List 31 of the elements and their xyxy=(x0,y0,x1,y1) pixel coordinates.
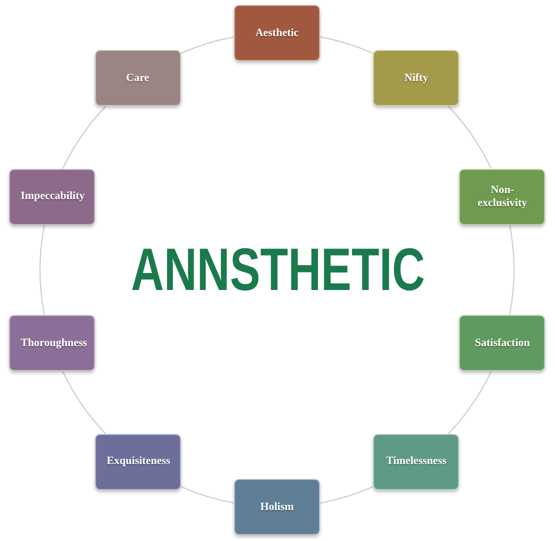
ring-connector xyxy=(509,225,515,315)
ring-connector xyxy=(320,486,374,504)
ring-connector xyxy=(448,371,492,434)
ring-connector xyxy=(62,371,106,434)
term-label: Non-exclusivity xyxy=(476,184,528,210)
term-label: Holism xyxy=(259,500,295,514)
term-label: Care xyxy=(125,72,150,85)
ring-connector xyxy=(39,225,45,315)
term-box xyxy=(373,50,460,106)
term-label: Exquisiteness xyxy=(106,455,172,468)
term-box xyxy=(94,434,181,490)
diagram-title: ANNSTHETIC xyxy=(130,235,426,305)
term-label: Nifty xyxy=(403,72,430,85)
ring-connector xyxy=(180,36,234,54)
term-box xyxy=(234,479,320,535)
term-box xyxy=(373,434,460,490)
ring-connector xyxy=(320,36,374,54)
ring-connector xyxy=(62,106,106,169)
term-label: Thoroughness xyxy=(20,336,86,350)
term-label: Impeccability xyxy=(20,190,86,204)
term-box xyxy=(459,168,546,225)
term-box xyxy=(459,315,546,372)
term-label: Satisfaction xyxy=(474,336,531,350)
ring-connector xyxy=(448,106,492,169)
term-label: Timelessness xyxy=(385,455,448,468)
ring-connector xyxy=(180,486,234,504)
term-box xyxy=(234,5,320,61)
term-box xyxy=(8,168,95,225)
term-box xyxy=(94,50,181,106)
term-label: Aesthetic xyxy=(254,26,300,40)
term-box xyxy=(8,315,95,372)
